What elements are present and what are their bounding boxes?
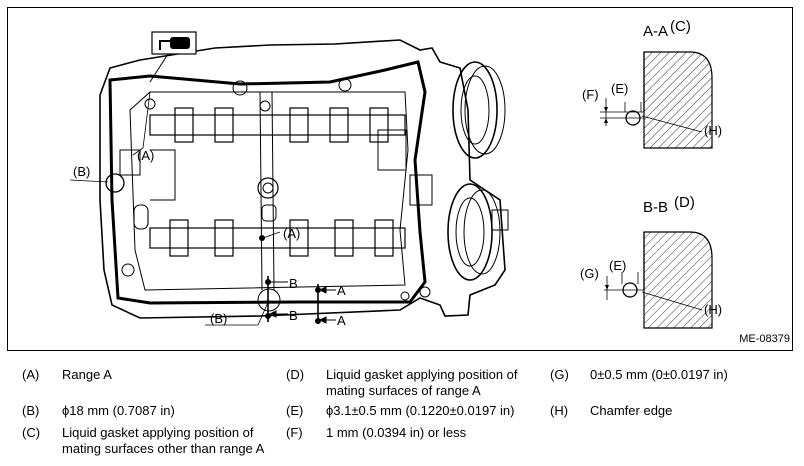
section-bb: B-B (D) (G) (E) (H) <box>580 194 722 329</box>
legend-key: (H) <box>550 403 569 418</box>
section-bb-g: (G) <box>580 266 599 281</box>
label-cut-b-2: B <box>289 308 298 323</box>
range-b-circle <box>257 288 281 312</box>
section-aa-sub: (C) <box>670 18 691 35</box>
section-aa: A-A (C) (F) (E) (H) <box>582 18 722 149</box>
legend-key: (E) <box>286 403 304 418</box>
legend-item-a: (A) Range A <box>22 367 112 383</box>
legend-item-b: (B) ϕ18 mm (0.7087 in) <box>22 403 175 419</box>
legend-item-f: (F) 1 mm (0.0394 in) or less <box>286 425 466 441</box>
liquid-gasket-applicator-icon <box>149 31 197 83</box>
section-cut-lines <box>265 276 336 324</box>
legend-item-e: (E) ϕ3.1±0.5 mm (0.1220±0.0197 in) <box>286 403 515 419</box>
legend-item-c: (C) Liquid gasket applying position of m… <box>22 425 264 457</box>
legend-text: ϕ18 mm (0.7087 in) <box>62 403 175 418</box>
engine-diagram: (A) (B) (A) (B) B B A A A-A (C) (F) (E) … <box>69 18 722 329</box>
label-b-bottom: (B) <box>210 311 227 326</box>
legend-item-d: (D) Liquid gasket applying position of m… <box>286 367 518 399</box>
legend-text: Range A <box>62 367 112 382</box>
section-aa-h: (H) <box>704 123 722 138</box>
legend-key: (D) <box>286 367 305 382</box>
label-a-top: (A) <box>137 148 154 163</box>
legend-key: (C) <box>22 425 41 440</box>
legend-text: Liquid gasket applying position of matin… <box>326 367 518 398</box>
legend-key: (A) <box>22 367 40 382</box>
cylinder-head-drawing <box>99 39 509 319</box>
section-aa-e: (E) <box>611 81 628 96</box>
label-a-mid: (A) <box>283 226 300 241</box>
section-bb-e: (E) <box>609 258 626 273</box>
legend-item-g: (G) 0±0.5 mm (0±0.0197 in) <box>550 367 728 383</box>
legend-key: (F) <box>286 425 303 440</box>
legend-text: Chamfer edge <box>590 403 673 418</box>
legend-text: 1 mm (0.0394 in) or less <box>326 425 467 440</box>
label-cut-a-1: A <box>337 283 346 298</box>
leader-lines <box>69 91 281 326</box>
label-cut-a-2: A <box>337 313 346 328</box>
section-bb-sub: (D) <box>674 194 695 211</box>
legend-text: 0±0.5 mm (0±0.0197 in) <box>590 367 728 382</box>
section-aa-f: (F) <box>582 87 599 102</box>
legend: (A) Range A (B) ϕ18 mm (0.7087 in) (C) L… <box>0 362 804 466</box>
figure-frame <box>7 7 793 351</box>
section-bb-h: (H) <box>704 302 722 317</box>
legend-item-h: (H) Chamfer edge <box>550 403 672 419</box>
legend-text: Liquid gasket applying position of matin… <box>62 425 265 456</box>
section-bb-title: B-B <box>643 199 668 216</box>
section-aa-title: A-A <box>643 23 668 40</box>
label-b-left: (B) <box>73 164 90 179</box>
label-cut-b-1: B <box>289 276 298 291</box>
figure-id: ME-08379 <box>739 333 790 345</box>
legend-key: (B) <box>22 403 40 418</box>
range-a-marker <box>259 235 265 241</box>
legend-key: (G) <box>550 367 569 382</box>
legend-text: ϕ3.1±0.5 mm (0.1220±0.0197 in) <box>326 403 515 418</box>
